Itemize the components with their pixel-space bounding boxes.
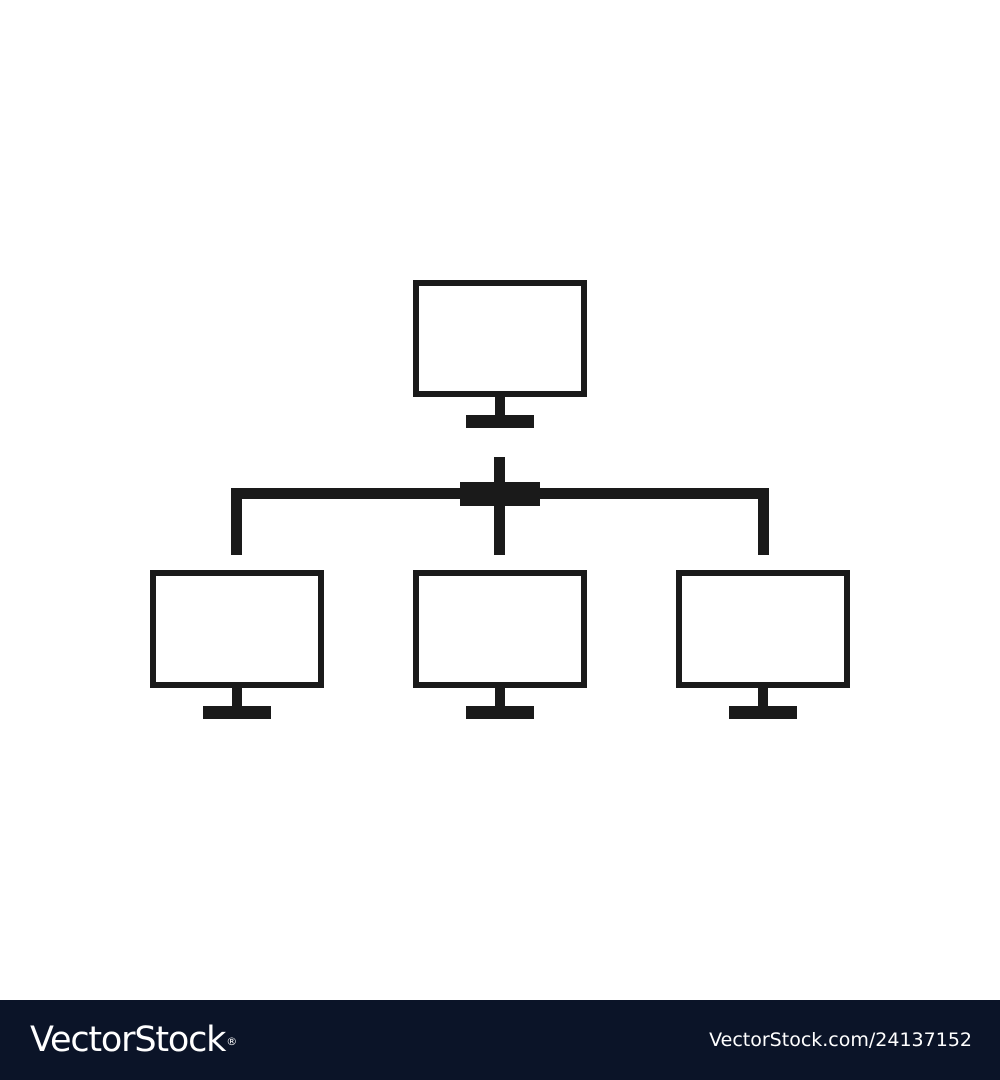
network-hub-icon <box>460 482 540 506</box>
client-monitor-right-icon <box>676 570 850 688</box>
trademark-symbol: ® <box>226 1035 237 1048</box>
network-diagram <box>150 280 850 719</box>
brand-name: VectorStock <box>30 1020 226 1060</box>
client-stand-left-icon <box>203 688 271 719</box>
server-monitor-icon <box>413 280 587 397</box>
server-stand-icon <box>466 397 534 428</box>
image-id-label: VectorStock.com/24137152 <box>709 1029 972 1051</box>
brand-logo: VectorStock® <box>30 1018 237 1062</box>
client-stand-center-icon <box>466 688 534 719</box>
watermark-footer: VectorStock® VectorStock.com/24137152 <box>0 1000 1000 1080</box>
client-stand-right-icon <box>729 688 797 719</box>
client-monitor-center-icon <box>413 570 587 688</box>
client-monitor-left-icon <box>150 570 324 688</box>
image-canvas <box>150 280 850 719</box>
